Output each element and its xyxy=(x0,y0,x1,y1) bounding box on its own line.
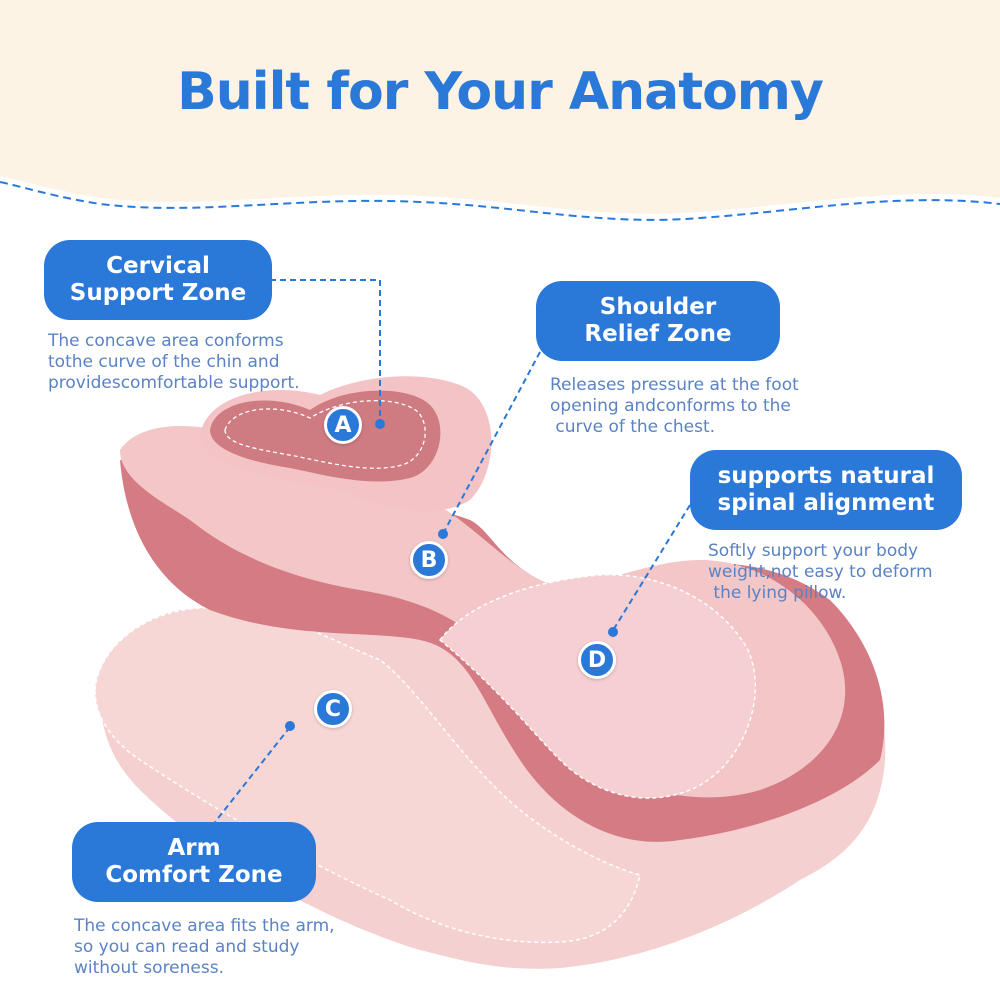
shoulder-zone-label-line2: Relief Zone xyxy=(584,321,732,347)
marker-c: C xyxy=(314,690,352,728)
connector-dot-b xyxy=(438,529,448,539)
shoulder-zone-label-line1: Shoulder xyxy=(599,294,717,320)
connector-c xyxy=(214,726,291,823)
connector-b xyxy=(443,351,541,533)
connector-dots xyxy=(285,419,618,731)
cervical-zone-label-line2: Support Zone xyxy=(69,280,247,306)
pillow-spinal-cradle xyxy=(438,574,757,799)
pillow-chin-stitch xyxy=(224,400,426,469)
arm-zone-label-line2: Comfort Zone xyxy=(105,862,283,888)
spinal-zone-label-line1: supports natural xyxy=(717,463,935,489)
arm-zone-label: Arm Comfort Zone xyxy=(72,822,316,902)
connector-dot-d xyxy=(608,627,618,637)
cervical-zone-label: Cervical Support Zone xyxy=(44,240,272,320)
pillow-chin-cavity xyxy=(210,390,441,482)
spinal-zone-description: Softly support your body weight,not easy… xyxy=(708,541,933,603)
shoulder-zone-label: Shoulder Relief Zone xyxy=(536,281,780,361)
connector-a xyxy=(270,279,381,422)
connector-d xyxy=(611,504,691,633)
page-title: Built for Your Anatomy xyxy=(177,62,824,122)
spinal-zone-label-line2: spinal alignment xyxy=(717,490,935,516)
connector-dot-c xyxy=(285,721,295,731)
marker-b: B xyxy=(410,541,448,579)
marker-d: D xyxy=(578,641,616,679)
marker-a: A xyxy=(324,406,362,444)
cervical-zone-description: The concave area conforms tothe curve of… xyxy=(48,331,300,393)
connector-dot-a xyxy=(375,419,385,429)
shoulder-zone-description: Releases pressure at the foot opening an… xyxy=(550,375,799,437)
connector-lines xyxy=(214,279,691,823)
arm-zone-description: The concave area fits the arm, so you ca… xyxy=(74,916,335,978)
wave-dashed-line xyxy=(0,181,1000,221)
top-banner xyxy=(0,0,1000,214)
pillow-left-wing xyxy=(94,606,641,944)
spinal-zone-label: supports natural spinal alignment xyxy=(690,450,962,530)
cervical-zone-label-line1: Cervical xyxy=(106,253,210,279)
arm-zone-label-line1: Arm xyxy=(167,835,221,861)
